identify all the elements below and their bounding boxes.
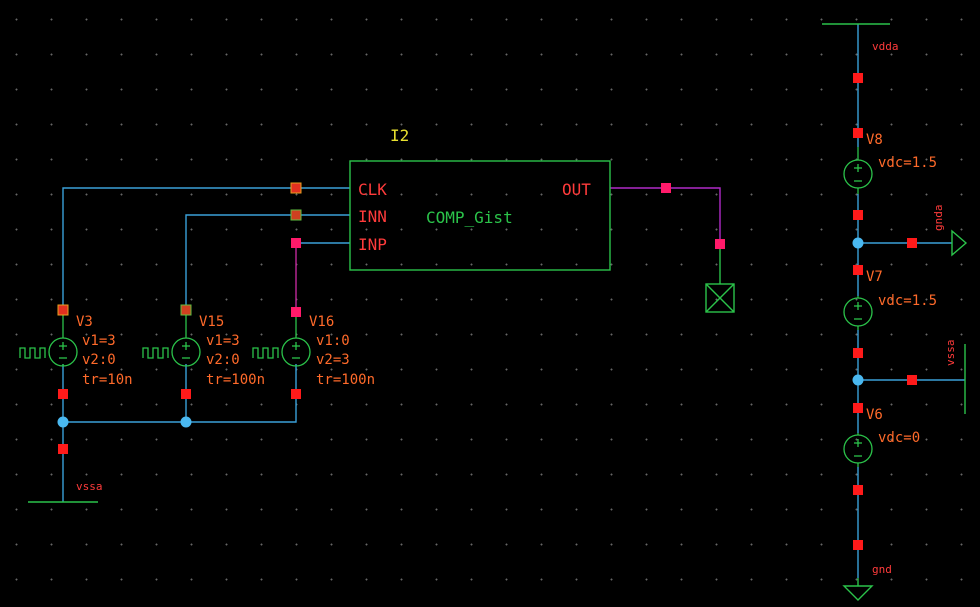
v15-tr: tr=100n [206, 372, 265, 388]
pin-inp-label: INP [358, 235, 387, 254]
source-labels: V3 v1=3 v2:0 tr=10n V15 v1=3 v2:0 tr=100… [76, 132, 937, 446]
pin-square[interactable] [853, 128, 863, 138]
junction-dot [57, 416, 69, 428]
gnd-icon [842, 585, 874, 601]
v7-name: V7 [866, 269, 883, 285]
v15-symbol[interactable] [142, 310, 201, 367]
pulse-wave-icon [19, 347, 46, 359]
pin-square[interactable] [907, 375, 917, 385]
v3-name: V3 [76, 314, 93, 330]
v3-v1: v1=3 [82, 333, 116, 349]
pin-square[interactable] [291, 389, 301, 399]
v16-v2: v2=3 [316, 352, 350, 368]
comparator-body [349, 160, 611, 271]
pin-clk-label: CLK [358, 180, 387, 199]
pin-square[interactable] [57, 304, 69, 316]
net-vssa-right: vssa [944, 340, 957, 367]
v3-v2: v2:0 [82, 352, 116, 368]
v15-name: V15 [199, 314, 224, 330]
pin-square[interactable] [853, 403, 863, 413]
noconn-icon[interactable] [705, 283, 735, 313]
net-gnda: gnda [932, 205, 945, 232]
net-vdda: vdda [872, 40, 899, 53]
pin-square[interactable] [853, 485, 863, 495]
net-labels: vdda gnda vssa vssa gnd [76, 40, 957, 576]
v15-v2: v2:0 [206, 352, 240, 368]
v16-tr: tr=100n [316, 372, 375, 388]
junction-dot [852, 374, 864, 386]
pin-square[interactable] [853, 265, 863, 275]
v6-symbol[interactable] [843, 433, 873, 467]
junction-dots [57, 237, 864, 428]
net-vssa-left: vssa [76, 480, 103, 493]
pin-inn-label: INN [358, 207, 387, 226]
v16-v1: v1:0 [316, 333, 350, 349]
pin-squares [57, 73, 917, 550]
pin-square[interactable] [291, 238, 301, 248]
v16-name: V16 [309, 314, 334, 330]
pin-square[interactable] [58, 444, 68, 454]
pin-square[interactable] [58, 389, 68, 399]
pin-out-label: OUT [562, 180, 591, 199]
pin-square[interactable] [853, 210, 863, 220]
pin-square[interactable] [291, 307, 301, 317]
v8-vdc: vdc=1.5 [878, 155, 937, 171]
pin-square[interactable] [853, 540, 863, 550]
net-gnd: gnd [872, 563, 892, 576]
wire-out[interactable] [610, 187, 721, 284]
v8-name: V8 [866, 132, 883, 148]
pulse-wave-icon [252, 347, 279, 359]
pin-square[interactable] [907, 238, 917, 248]
v7-vdc: vdc=1.5 [878, 293, 937, 309]
cell-name: COMP_Gist [426, 208, 513, 227]
wire-minus-bus[interactable] [63, 364, 297, 423]
instance-name: I2 [390, 126, 409, 145]
pin-square[interactable] [290, 182, 302, 194]
pin-square[interactable] [180, 304, 192, 316]
v15-v1: v1=3 [206, 333, 240, 349]
junction-dot [180, 416, 192, 428]
pulse-wave-icon [142, 347, 169, 359]
pin-square[interactable] [290, 209, 302, 221]
v16-symbol[interactable] [252, 312, 311, 367]
wire-inn[interactable] [185, 214, 350, 310]
v3-symbol[interactable] [19, 310, 78, 367]
wire-clk[interactable] [62, 187, 350, 310]
dc-sources [843, 147, 873, 467]
pin-square[interactable] [181, 389, 191, 399]
pin-square[interactable] [661, 183, 671, 193]
v8-symbol[interactable] [843, 147, 873, 194]
pin-square[interactable] [715, 239, 725, 249]
gnda-pin-icon [951, 229, 968, 257]
supply-symbols [28, 23, 968, 601]
junction-dot [852, 237, 864, 249]
pin-square[interactable] [853, 348, 863, 358]
comparator-instance[interactable]: I2 COMP_Gist CLK INN INP OUT [349, 126, 611, 271]
pin-square[interactable] [853, 73, 863, 83]
pulse-sources [19, 310, 311, 367]
v7-symbol[interactable] [843, 296, 873, 330]
v6-vdc: vdc=0 [878, 430, 920, 446]
v6-name: V6 [866, 407, 883, 423]
v3-tr: tr=10n [82, 372, 133, 388]
